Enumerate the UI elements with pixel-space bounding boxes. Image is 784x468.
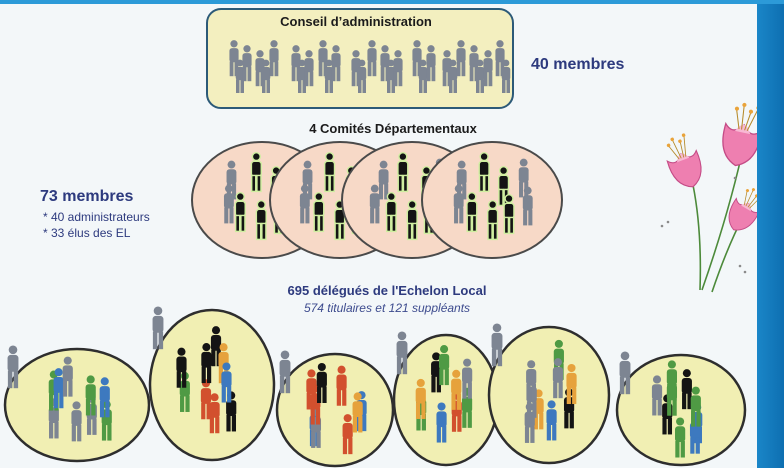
person-icon: [397, 151, 409, 193]
tulip-flower: [666, 133, 702, 188]
committees-member-count: 73 membres: [40, 188, 134, 205]
committee-circles: [191, 141, 563, 259]
committees-detail-elected: * 33 élus des EL: [43, 226, 131, 240]
delegate-circle: [392, 331, 500, 467]
person-icon: [486, 199, 499, 241]
person-icon: [406, 199, 418, 241]
delegate-circle: [487, 323, 611, 465]
person-icon: [152, 306, 164, 350]
tulip-flower: [722, 102, 757, 167]
delegate-circle: [3, 345, 151, 463]
delegate-circle: [148, 306, 276, 462]
person-icon: [250, 151, 262, 193]
person-icon: [478, 151, 490, 193]
board-box: [206, 8, 514, 109]
delegate-circle: [615, 351, 747, 467]
person-icon: [385, 191, 397, 233]
org-diagram: [3, 8, 757, 468]
delegate-circles: [3, 306, 747, 468]
committees-title: 4 Comités Départementaux: [309, 121, 477, 136]
delegate-circle: [275, 350, 395, 468]
person-icon: [313, 191, 325, 233]
background-top-edge: [0, 0, 784, 4]
person-icon: [255, 199, 267, 241]
person-icon: [323, 151, 336, 193]
background-edge: [757, 0, 784, 468]
person-icon: [466, 191, 478, 233]
person-icon: [234, 191, 246, 233]
slide: Conseil d’administration 40 membres 4 Co…: [0, 0, 757, 468]
board-member-count: 40 membres: [531, 56, 625, 73]
person-icon: [503, 193, 515, 235]
board-title: Conseil d’administration: [280, 14, 432, 29]
committees-detail-administrators: * 40 administrateurs: [43, 210, 150, 224]
delegates-subtitle: 574 titulaires et 121 suppléants: [303, 301, 471, 315]
delegates-title: 695 délégués de l'Echelon Local: [287, 283, 487, 298]
tulip-flower: [728, 188, 757, 231]
committee-circle: [421, 141, 563, 259]
flowers-decoration: [660, 102, 757, 293]
